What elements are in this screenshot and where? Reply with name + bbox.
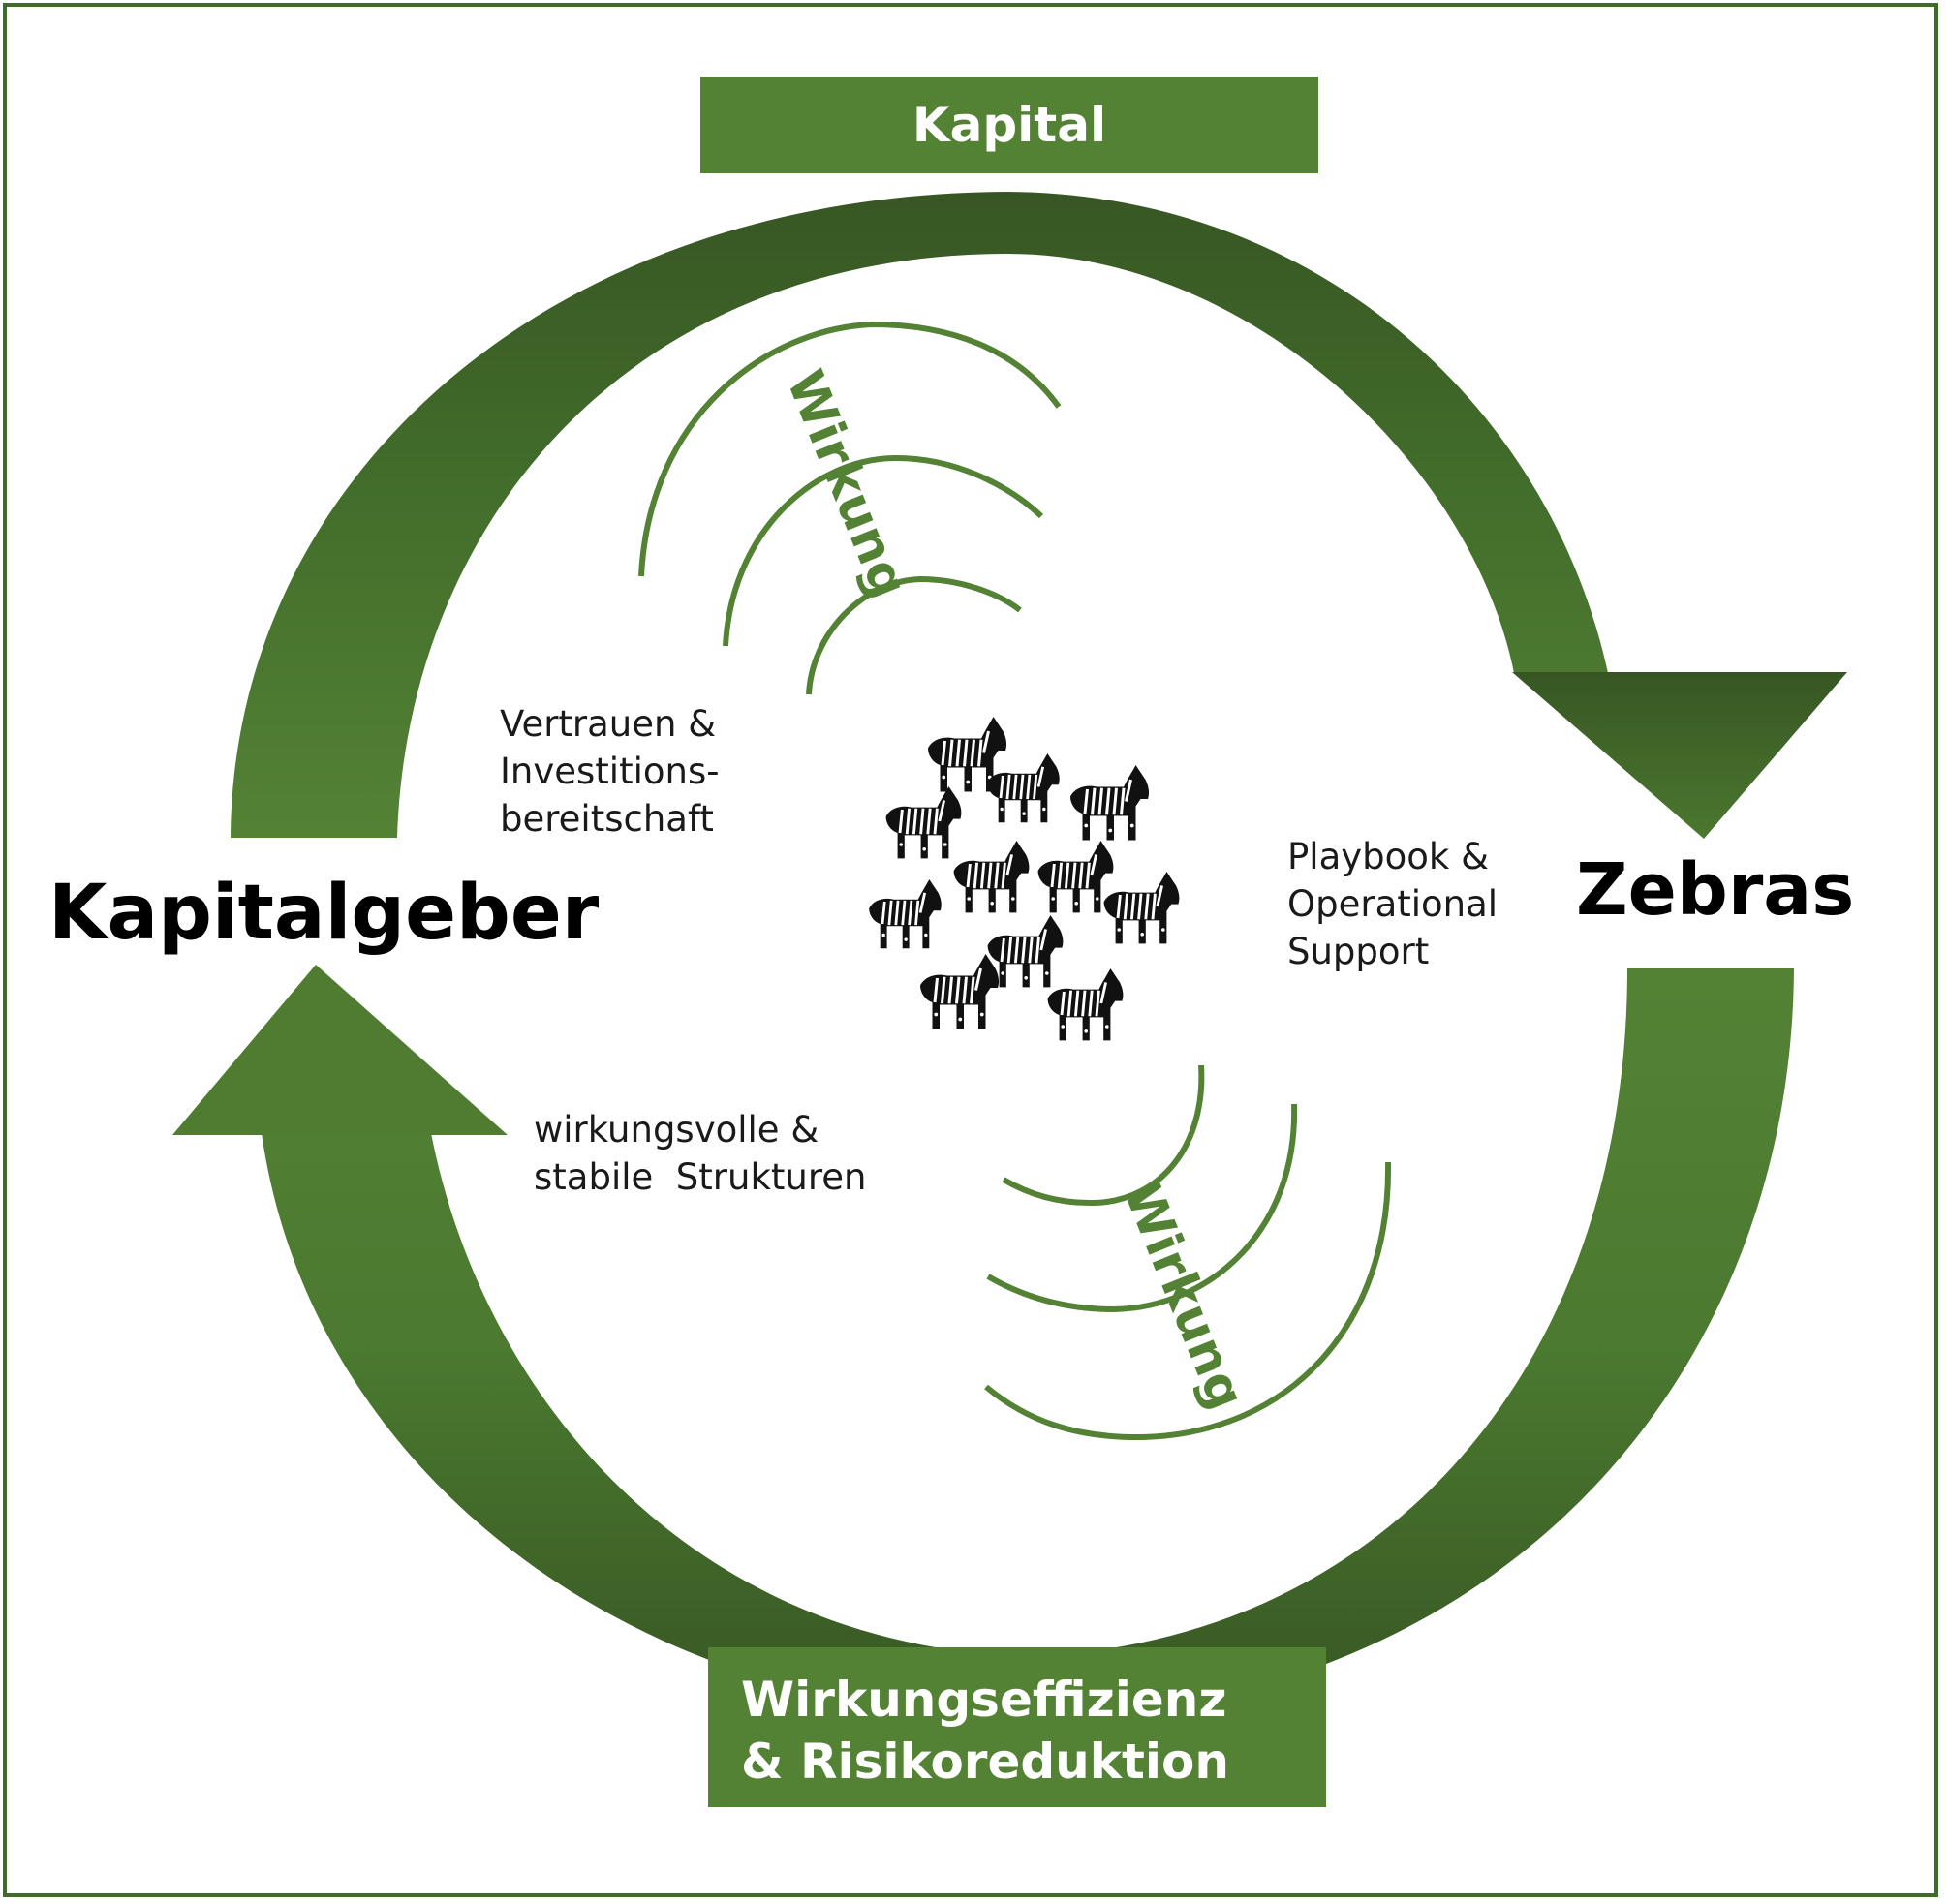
impact-efficiency-line-1: Wirkungseffizienz	[741, 1672, 1227, 1728]
caption-trust-line-3: bereitschaft	[500, 798, 714, 840]
wave-bottom	[984, 1064, 1392, 1441]
node-kapitalgeber: Kapitalgeber	[48, 870, 600, 957]
caption-structures-line-2: stabile Strukturen	[534, 1156, 867, 1198]
zebra-herd-icon	[867, 715, 1181, 1042]
capital-banner: Kapital	[700, 77, 1318, 173]
arrowhead-right	[1512, 672, 1847, 839]
capital-banner-label: Kapital	[912, 97, 1107, 153]
arrowhead-left	[172, 965, 508, 1135]
wave-bottom-label: Wirkung	[1112, 1174, 1255, 1417]
arrow-capital-to-zebras	[231, 192, 1608, 838]
caption-playbook-line-1: Playbook &	[1287, 836, 1489, 877]
caption-playbook: Playbook & Operational Support	[1287, 833, 1498, 975]
node-zebras: Zebras	[1576, 848, 1855, 932]
wave-top-label: Wirkung	[775, 362, 918, 605]
wave-top	[638, 321, 1062, 695]
diagram-frame	[3, 3, 1938, 1897]
caption-playbook-line-3: Support	[1287, 931, 1430, 972]
arrow-zebras-to-capital	[262, 968, 1794, 1719]
caption-structures-line-1: wirkungsvolle &	[534, 1109, 819, 1151]
caption-playbook-line-2: Operational	[1287, 883, 1499, 925]
impact-efficiency-banner: Wirkungseffizienz & Risikoreduktion	[708, 1647, 1326, 1807]
caption-trust-line-1: Vertrauen &	[500, 703, 717, 745]
caption-structures: wirkungsvolle & stabile Strukturen	[534, 1106, 866, 1201]
impact-efficiency-line-2: & Risikoreduktion	[741, 1734, 1230, 1790]
caption-trust: Vertrauen & Investitions- bereitschaft	[500, 700, 720, 843]
caption-trust-line-2: Investitions-	[500, 751, 720, 792]
